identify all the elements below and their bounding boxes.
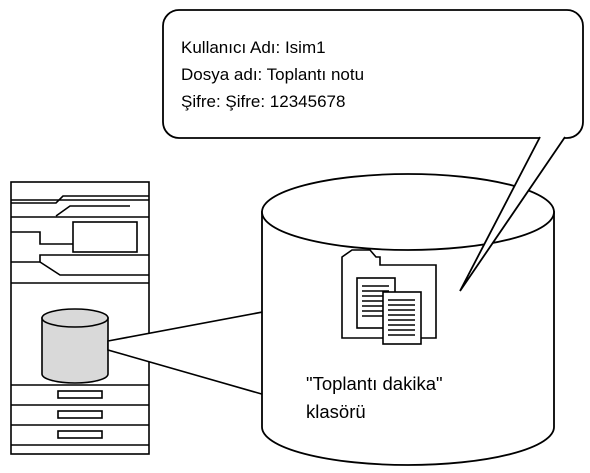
internal-storage-icon bbox=[41, 308, 109, 384]
callout-file-name: Dosya adı: Toplantı notu bbox=[181, 65, 364, 84]
callout-user-name: Kullanıcı Adı: Isim1 bbox=[181, 38, 326, 57]
drawer-handle bbox=[57, 390, 103, 399]
drawer-handle bbox=[57, 410, 103, 419]
callout-password: Şifre: Şifre: 12345678 bbox=[181, 92, 345, 111]
printer-icon bbox=[10, 181, 150, 455]
folder-label-suffix: klasörü bbox=[306, 401, 366, 422]
callout-bubble bbox=[162, 9, 584, 139]
printer-body bbox=[10, 181, 150, 455]
folder-label-name: "Toplantı dakika" bbox=[306, 373, 443, 394]
control-panel bbox=[72, 221, 138, 253]
folder-icon bbox=[341, 249, 437, 345]
document-feeder bbox=[11, 195, 149, 204]
drawer-handle bbox=[57, 430, 103, 439]
